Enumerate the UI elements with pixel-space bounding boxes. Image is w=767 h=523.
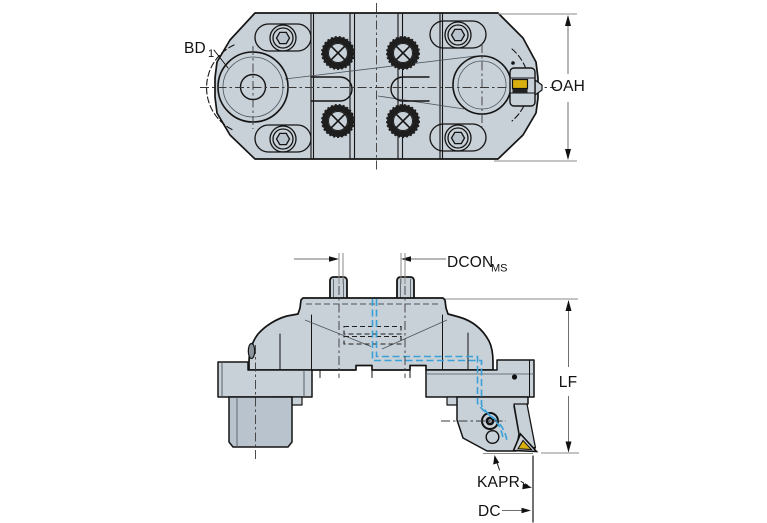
cutter-head [446,396,539,453]
side-slot [247,342,256,360]
lf-text: LF [559,374,578,391]
bd1-subscript: 1 [208,48,214,60]
hex-socket-icon [275,28,466,146]
dcon-text: DCON [447,254,493,271]
bd-circle-arc-left [206,44,235,131]
top-view [200,3,556,170]
corner-screws [254,20,487,153]
head-hole [485,430,500,445]
insert-clamp-shadow [512,88,528,93]
dimension-oah: OAH [494,13,585,162]
callout-dc: DC [478,503,531,520]
dimension-dcon: DCON MS [294,253,508,284]
insert-top-view [511,78,529,90]
cross-slot-icon [330,45,411,129]
pin-hole [511,61,515,65]
coolant-channel [371,299,508,442]
left-clamp-block [217,361,313,398]
keyway-slots [310,76,430,102]
kapr-text: KAPR [477,474,520,491]
screw-hole [511,374,518,380]
oah-text: OAH [551,78,585,95]
dcon-subscript: MS [491,263,508,275]
front-view [217,276,539,460]
dimension-lf: LF [445,298,579,454]
insert-tip-gold [517,439,533,451]
cross-plugs [321,36,420,138]
insert-clamp-wedge [513,403,537,449]
joint-lines [310,13,444,159]
label-bd1: BD 1 [184,40,229,69]
left-lower-block [228,396,303,448]
callout-kapr: KAPR [477,453,534,523]
centerlines-top [200,3,556,170]
dc-text: DC [478,503,501,520]
surface-lines [284,55,477,110]
right-clamp-block [425,359,535,398]
bd1-text: BD [184,40,206,57]
insert-cartridge-top [509,61,543,107]
front-body-outline [248,297,494,371]
